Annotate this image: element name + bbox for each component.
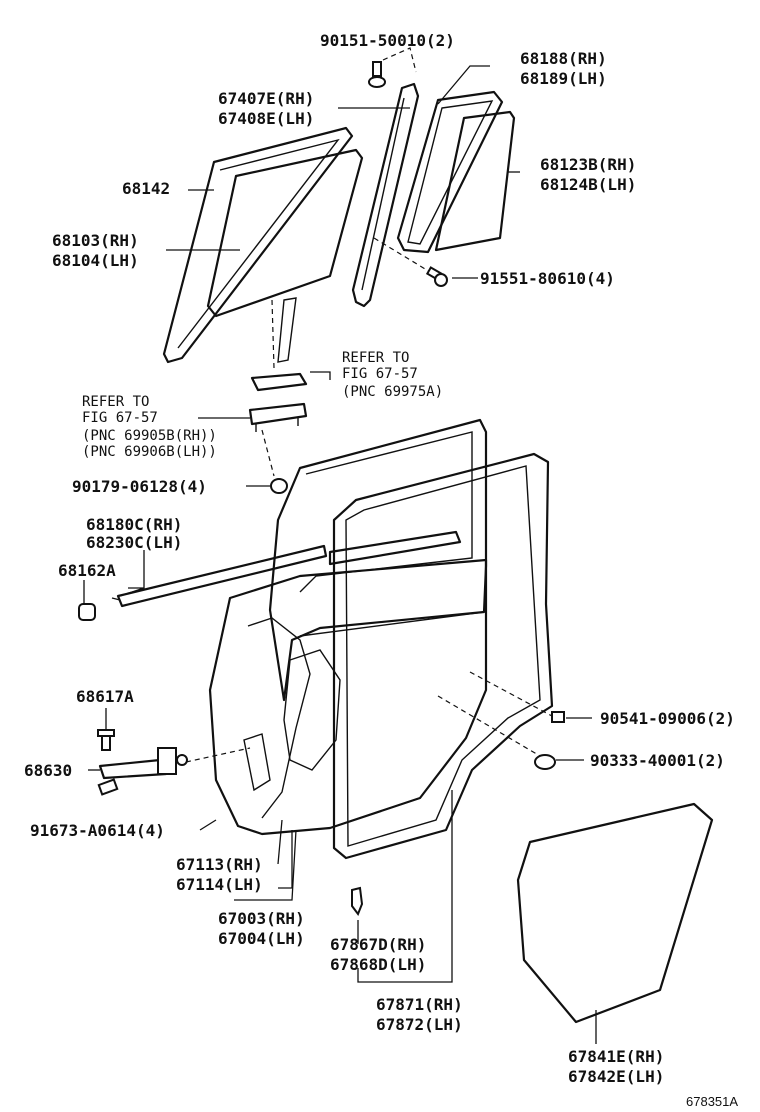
- label-68142: 68142: [122, 179, 170, 198]
- clip-67867-shape: [351, 886, 364, 917]
- door-check-68630-shape: [98, 747, 251, 780]
- plug-90333-shape: [437, 695, 556, 770]
- run-channel-68142-shape: [162, 126, 354, 364]
- division-bar-67407-shape: [351, 82, 420, 308]
- label-refer2-line4: (PNC 69906B(LH)): [82, 444, 217, 460]
- quarter-glass-68123-shape: [434, 110, 516, 252]
- label-67842: 67842E(LH): [568, 1067, 664, 1086]
- label-67407: 67407E(RH): [218, 89, 314, 108]
- label-67841: 67841E(RH): [568, 1047, 664, 1066]
- label-68189: 68189(LH): [520, 69, 607, 88]
- label-68630: 68630: [24, 761, 72, 780]
- label-refer1-line1: REFER TO: [342, 350, 409, 366]
- label-68180: 68180C(RH): [86, 515, 182, 534]
- door-weatherstrip-main-shape: [332, 452, 554, 860]
- label-67867: 67867D(RH): [330, 935, 426, 954]
- label-refer1-line2: FIG 67-57: [342, 366, 418, 382]
- label-68123: 68123B(RH): [540, 155, 636, 174]
- quarter-weatherstrip-68188-shape: [396, 90, 504, 254]
- label-90151: 90151-50010(2): [320, 31, 455, 50]
- label-91551: 91551-80610(4): [480, 269, 615, 288]
- label-67114: 67114(LH): [176, 875, 263, 894]
- door-weatherstrip-67871-shape: [268, 418, 488, 702]
- bolt-91673-shape: [97, 778, 119, 796]
- label-68162: 68162A: [58, 561, 116, 580]
- label-refer2-line1: REFER TO: [82, 394, 149, 410]
- label-67871: 67871(RH): [376, 995, 463, 1014]
- clip-90151-shape: [368, 47, 417, 88]
- label-90541: 90541-09006(2): [600, 709, 735, 728]
- label-67004: 67004(LH): [218, 929, 305, 948]
- label-68188: 68188(RH): [520, 49, 607, 68]
- label-68230: 68230C(LH): [86, 533, 182, 552]
- label-67113: 67113(RH): [176, 855, 263, 874]
- plug-90541-shape: [469, 671, 565, 723]
- door-glass-68103-shape: [206, 148, 364, 363]
- label-68124: 68124B(LH): [540, 175, 636, 194]
- leader-lines: [83, 65, 597, 1044]
- clip-68162-shape: [78, 603, 96, 621]
- label-68103: 68103(RH): [52, 231, 139, 250]
- glass-channel-lower-shape: [248, 402, 308, 477]
- label-refer1-line3: (PNC 69975A): [342, 384, 443, 400]
- figure-code: 678351A: [686, 1094, 738, 1109]
- label-68617: 68617A: [76, 687, 134, 706]
- label-refer2-line2: FIG 67-57: [82, 410, 158, 426]
- service-cover-67841-shape: [516, 802, 714, 1024]
- bolt-68617-shape: [97, 729, 115, 751]
- glass-channel-upper-shape: [250, 372, 308, 392]
- label-90179: 90179-06128(4): [72, 477, 207, 496]
- belt-moulding-68180-shape: [111, 530, 462, 608]
- label-68104: 68104(LH): [52, 251, 139, 270]
- label-67408: 67408E(LH): [218, 109, 314, 128]
- label-67868: 67868D(LH): [330, 955, 426, 974]
- label-67003: 67003(RH): [218, 909, 305, 928]
- label-refer2-line3: (PNC 69905B(RH)): [82, 428, 217, 444]
- label-91673: 91673-A0614(4): [30, 821, 165, 840]
- label-67872: 67872(LH): [376, 1015, 463, 1034]
- bolt-91551-shape: [373, 237, 448, 287]
- label-90333: 90333-40001(2): [590, 751, 725, 770]
- bolt-90179-shape: [270, 478, 288, 494]
